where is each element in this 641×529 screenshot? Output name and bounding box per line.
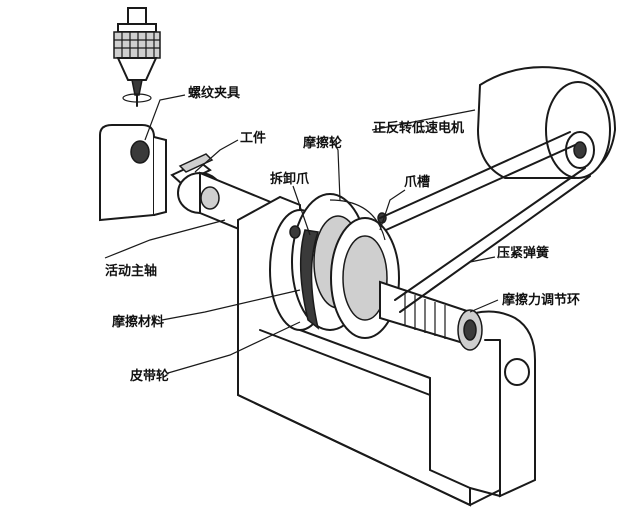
label-belt-pulley: 皮带轮: [129, 368, 169, 384]
motor: [476, 66, 617, 179]
thread-chuck: [113, 7, 161, 107]
leader-lines: [104, 94, 499, 374]
friction-wheel-assembly: [269, 193, 400, 339]
work-holder-bracket: [99, 124, 167, 222]
label-detach-claw: 拆卸爪: [270, 171, 310, 187]
label-friction-adjust-ring: 摩擦力调节环: [502, 292, 580, 308]
label-friction-material: 摩擦材料: [112, 314, 164, 330]
label-compression-spring: 压紧弹簧: [497, 245, 549, 261]
label-workpiece: 工件: [240, 130, 266, 146]
label-friction-wheel: 摩擦轮: [303, 135, 342, 151]
label-movable-spindle: 活动主轴: [105, 263, 157, 279]
label-reversible-low-speed-motor: 正反转低速电机: [373, 120, 464, 136]
label-thread-chuck: 螺纹夹具: [188, 85, 240, 101]
spindle-shaft: [379, 280, 483, 351]
label-claw-slot: 爪槽: [404, 174, 430, 190]
